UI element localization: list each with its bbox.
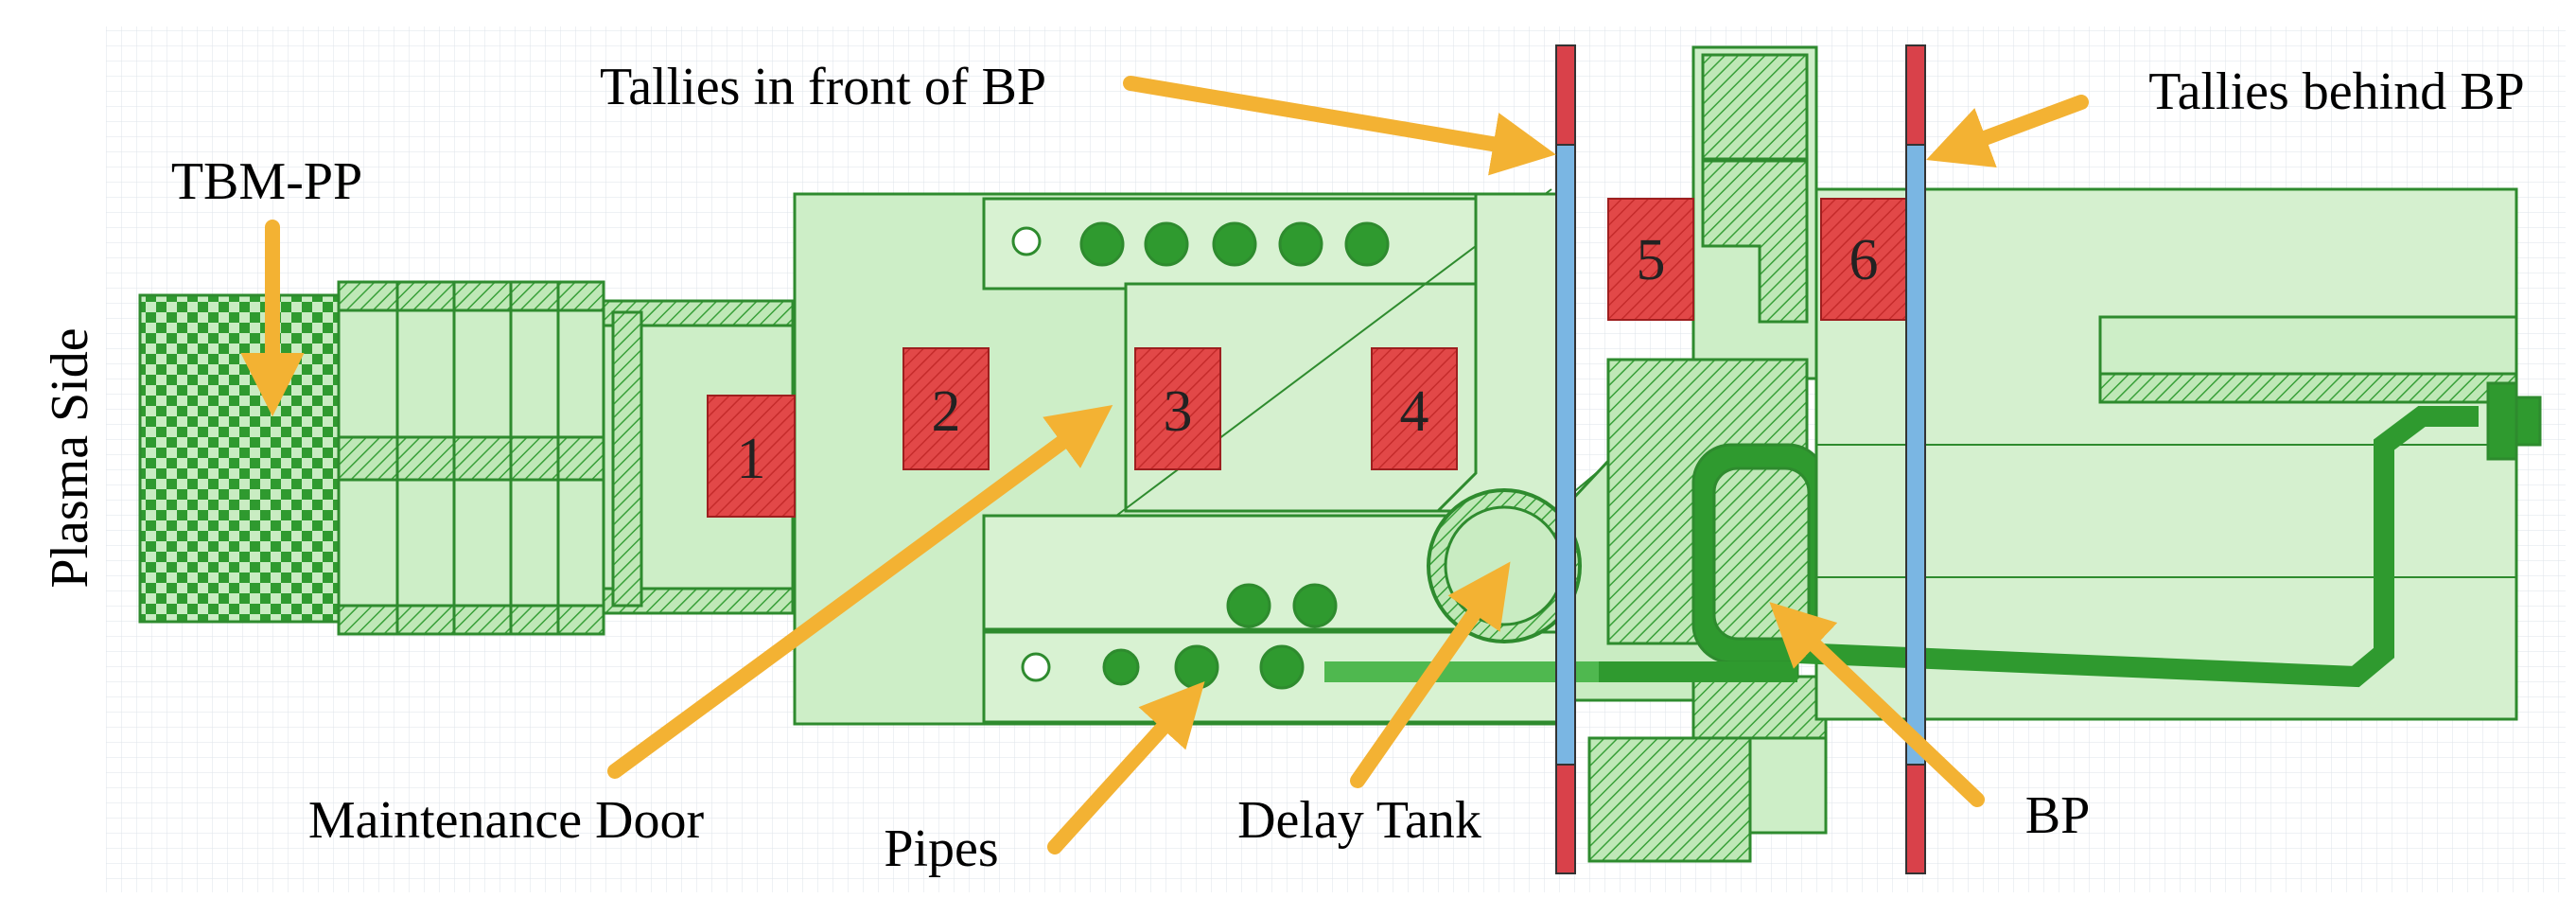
tally-region-1 (707, 395, 796, 518)
tbm-pp-structure (138, 280, 795, 636)
label-maintenance-door: Maintenance Door (308, 791, 705, 850)
arrow-bp (1769, 602, 1985, 807)
bp-structure (1587, 45, 1894, 863)
arrow-tallies-front (1123, 76, 1556, 176)
label-bp: BP (2025, 786, 2091, 845)
pipe-cross-sections (1011, 221, 1390, 690)
label-tbm-pp: TBM-PP (171, 152, 362, 211)
tally-regions: 1 2 3 4 5 6 (707, 198, 1907, 518)
annotation-arrows (240, 76, 2089, 854)
tally-plane-behind (1905, 44, 1926, 874)
label-pipes: Pipes (884, 819, 998, 878)
label-plasma-side: Plasma Side (41, 327, 99, 588)
right-body (1324, 187, 2542, 721)
label-delay-tank: Delay Tank (1237, 791, 1481, 850)
label-tallies-behind: Tallies behind BP (2148, 62, 2524, 121)
region-label-3: 3 (1164, 379, 1193, 444)
region-label-1: 1 (737, 427, 766, 491)
tally-region-3 (1134, 347, 1221, 470)
region-label-4: 4 (1400, 379, 1429, 444)
arrow-pipes (1047, 681, 1205, 854)
tally-region-5 (1607, 198, 1694, 321)
region-label-6: 6 (1849, 228, 1879, 292)
label-tallies-front: Tallies in front of BP (600, 58, 1046, 116)
arrow-delay-tank (1350, 561, 1511, 788)
region-label-5: 5 (1637, 228, 1666, 292)
tally-plane-front (1555, 44, 1576, 874)
region-label-2: 2 (932, 379, 961, 444)
arrow-tallies-behind (1926, 95, 2089, 168)
tally-region-2 (902, 347, 990, 470)
arrow-maintenance-door (607, 405, 1113, 779)
tally-region-4 (1371, 347, 1458, 470)
